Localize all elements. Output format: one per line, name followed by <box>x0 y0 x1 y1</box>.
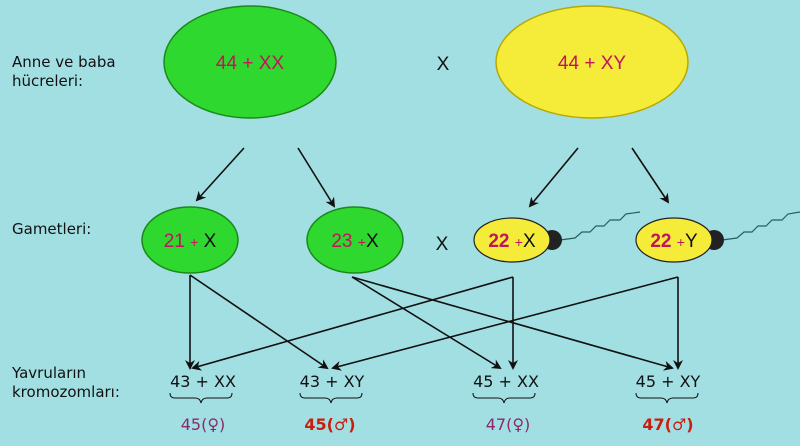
sperm-tail <box>721 211 800 241</box>
offspring-total: 45(♂) <box>304 415 355 434</box>
sperm-gamete-1 <box>473 217 551 263</box>
offspring-2: 43 + XY 45(♂) <box>299 372 365 434</box>
brace <box>472 392 536 404</box>
arrow <box>189 274 329 370</box>
arrow <box>528 147 579 208</box>
gamete-cross-symbol: X <box>436 234 449 255</box>
gamete-2-label: 23 +X <box>331 231 379 252</box>
brace <box>635 392 699 404</box>
arrow <box>631 147 670 204</box>
offspring-label-1: Yavruların <box>11 364 86 382</box>
arrow <box>331 276 679 371</box>
gamete-3-label: 22 +X <box>488 231 536 252</box>
gamete-offspring-arrows <box>185 274 683 371</box>
offspring-total: 45(♀) <box>181 415 226 434</box>
mother-cell <box>163 5 337 119</box>
arrow <box>297 147 336 208</box>
egg-gamete-2 <box>306 206 404 274</box>
offspring-3: 45 + XX 47(♀) <box>472 372 539 434</box>
cross-symbol: X <box>437 54 450 75</box>
gamete-4-label: 22 +Y <box>650 231 698 252</box>
offspring-total: 47(♀) <box>486 415 531 434</box>
parents-label-2: hücreleri: <box>12 72 83 90</box>
gametes-label: Gametleri: <box>12 220 91 238</box>
offspring-karyotype: 45 + XY <box>636 372 701 391</box>
brace <box>299 392 363 404</box>
sperm-tail <box>559 211 641 241</box>
arrow <box>195 147 245 202</box>
father-karyotype: 44 + XY <box>558 53 626 74</box>
brace <box>169 392 233 404</box>
mother-karyotype: 44 + XX <box>216 53 284 74</box>
sperm-gamete-2 <box>635 217 713 263</box>
arrow <box>351 276 674 371</box>
offspring-label-2: kromozomları: <box>12 383 120 401</box>
offspring-4: 45 + XY 47(♂) <box>635 372 701 434</box>
offspring-karyotype: 43 + XX <box>170 372 236 391</box>
gamete-1-label: 21 + X <box>164 231 217 252</box>
egg-gamete-1 <box>141 206 239 274</box>
offspring-1: 43 + XX 45(♀) <box>169 372 236 434</box>
offspring-karyotype: 43 + XY <box>300 372 365 391</box>
arrow <box>191 276 514 371</box>
offspring-total: 47(♂) <box>642 415 693 434</box>
father-cell <box>495 5 689 119</box>
parents-label-1: Anne ve baba <box>12 53 116 71</box>
arrow <box>351 276 502 370</box>
offspring-karyotype: 45 + XX <box>473 372 539 391</box>
parent-gamete-arrows <box>195 147 670 208</box>
